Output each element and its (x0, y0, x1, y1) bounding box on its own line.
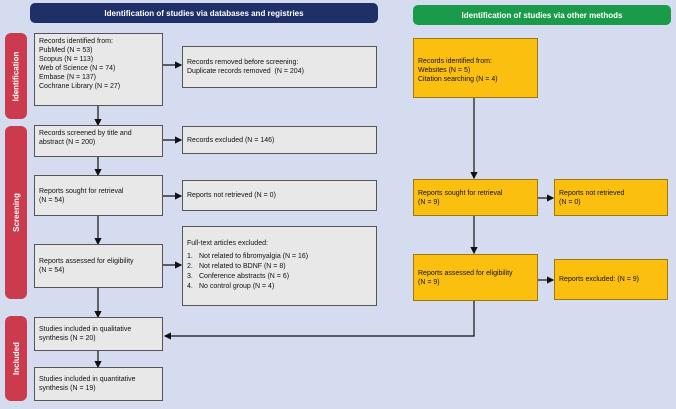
box-line: Studies included in qualitative (39, 326, 132, 333)
box-records-removed: Records removed before screening: Duplic… (182, 46, 377, 88)
box-line: Embase (N = 137) (39, 74, 96, 81)
box-line: Reports sought for retrieval (39, 187, 124, 195)
header-other-methods: Identification of studies via other meth… (413, 5, 671, 25)
box-studies-qualitative: Studies included in qualitative synthesi… (34, 317, 163, 351)
box-line: (N = 54) (39, 196, 65, 204)
list-item: 4. No control group (N = 4) (187, 282, 372, 291)
phase-screening: Screening (5, 126, 27, 299)
box-line: Reports sought for retrieval (418, 189, 503, 197)
box-line: Reports assessed for eligibility (418, 269, 513, 277)
item-text: No control group (N = 4) (199, 283, 275, 290)
list-item: 1. Not related to fibromyalgia (N = 16) (187, 252, 372, 261)
box-line: synthesis (N = 19) (39, 385, 96, 392)
box-line: Records identified from: (39, 38, 113, 45)
box-line: synthesis (N = 20) (39, 335, 96, 342)
box-line: Studies included in quantitative (39, 376, 136, 383)
item-number: 1. (187, 253, 193, 260)
box-other-reports-not-retrieved: Reports not retrieved (N = 0) (554, 179, 668, 216)
box-line: Records excluded (N = 146) (187, 136, 275, 144)
list-item: 2. Not related to BDNF (N = 8) (187, 262, 372, 271)
box-line: Websites (N = 5) (418, 67, 471, 74)
box-other-records-identified: Records identified from: Websites (N = 5… (413, 38, 538, 98)
item-number: 2. (187, 263, 193, 270)
box-line: Records removed before screening: (187, 59, 299, 66)
box-line: Reports excluded: (N = 9) (559, 276, 639, 283)
box-line: (N = 9) (418, 278, 440, 286)
box-line: (N = 0) (559, 198, 581, 206)
box-line: abstract (N = 200) (39, 139, 96, 146)
item-number: 3. (187, 273, 193, 280)
box-other-reports-sought: Reports sought for retrieval (N = 9) (413, 179, 538, 216)
box-studies-quantitative: Studies included in quantitative synthes… (34, 367, 163, 401)
exclusion-reasons-list: 1. Not related to fibromyalgia (N = 16) 2… (187, 252, 372, 291)
box-line: (N = 54) (39, 267, 65, 274)
box-reports-sought: Reports sought for retrieval (N = 54) (34, 175, 163, 216)
box-records-screened: Records screened by title and abstract (… (34, 125, 163, 157)
box-line: (N = 9) (418, 198, 440, 206)
header-databases: Identification of studies via databases … (30, 3, 378, 23)
box-reports-not-retrieved: Reports not retrieved (N = 0) (182, 180, 377, 211)
box-line: Reports not retrieved (559, 189, 625, 197)
phase-included: Included (5, 316, 27, 401)
item-number: 4. (187, 283, 193, 290)
box-line: Cochrane Library (N = 27) (39, 83, 121, 90)
list-item: 3. Conference abstracts (N = 6) (187, 272, 372, 281)
item-text: Not related to fibromyalgia (N = 16) (199, 253, 309, 260)
box-line: Reports not retrieved (N = 0) (187, 192, 276, 199)
phase-identification: Identification (5, 33, 27, 119)
box-line: Citation searching (N = 4) (418, 76, 498, 83)
box-line: Web of Science (N = 74) (39, 65, 116, 72)
box-line: Reports assessed for eligibility (39, 258, 134, 265)
box-other-reports-assessed: Reports assessed for eligibility (N = 9) (413, 254, 538, 301)
box-line: Records screened by title and (39, 130, 132, 137)
arrow-other-assessed-to-qualitative (163, 301, 475, 340)
box-line: PubMed (N = 53) (39, 47, 93, 54)
item-text: Conference abstracts (N = 6) (199, 273, 290, 280)
box-line: Duplicate records removed (N = 204) (187, 68, 304, 75)
box-title: Full-text articles excluded: (187, 240, 268, 247)
box-other-reports-excluded: Reports excluded: (N = 9) (554, 259, 668, 300)
item-text: Not related to BDNF (N = 8) (199, 263, 286, 270)
box-fulltext-excluded: Full-text articles excluded: 1. Not relat… (182, 226, 377, 306)
box-records-identified: Records identified from: PubMed (N = 53)… (34, 33, 163, 106)
box-records-excluded: Records excluded (N = 146) (182, 126, 377, 154)
box-line: Records identified from: (418, 58, 492, 65)
box-line: Scopus (N = 113) (39, 56, 94, 63)
box-reports-assessed: Reports assessed for eligibility (N = 54… (34, 244, 163, 288)
